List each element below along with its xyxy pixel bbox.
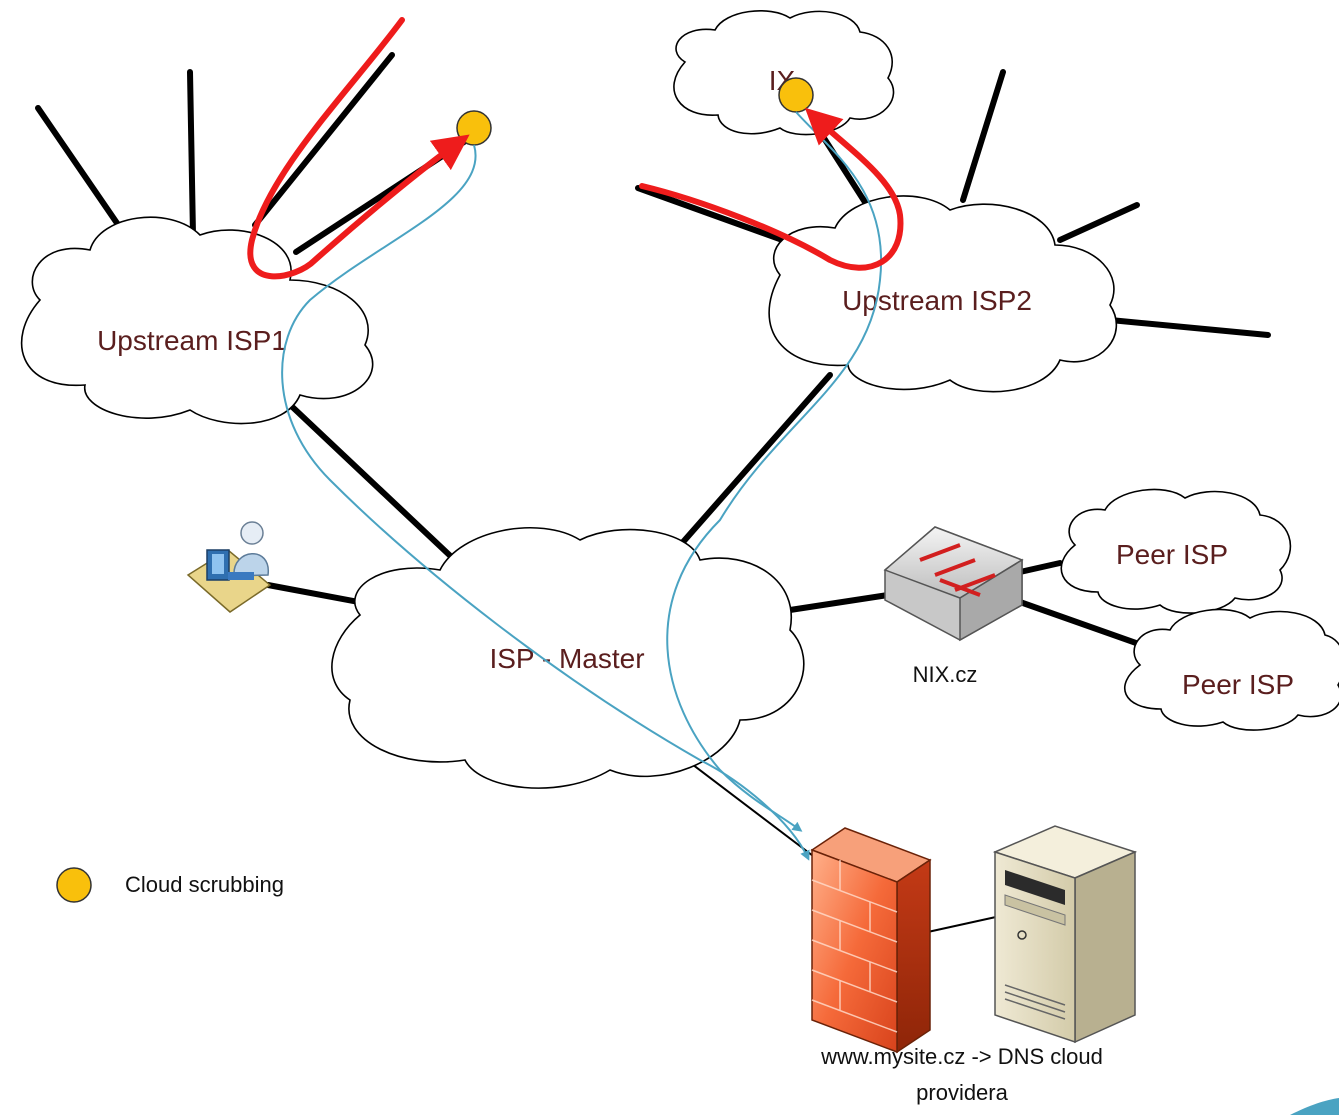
peer-isp-2-label: Peer ISP [1182, 669, 1294, 700]
cloud-upstream-isp2: Upstream ISP2 [768, 195, 1118, 393]
cloud-ix: IX [673, 10, 895, 136]
cloud-peer-isp-2: Peer ISP [1123, 608, 1339, 731]
nix-switch-icon [883, 526, 1024, 642]
corner-decoration [1290, 1098, 1339, 1115]
isp2-label: Upstream ISP2 [842, 285, 1032, 316]
legend: Cloud scrubbing [56, 867, 284, 903]
clean-traffic-paths [281, 111, 883, 861]
isp1-external-links [35, 52, 473, 255]
isp-master-label: ISP - Master [489, 643, 644, 674]
cloud-isp-master: ISP - Master [331, 527, 805, 789]
server-icon [992, 825, 1138, 1044]
scrubbing-node-ix [778, 77, 814, 113]
cloud-peer-isp-1: Peer ISP [1060, 488, 1292, 614]
server-caption-line1: www.mysite.cz -> DNS cloud [820, 1044, 1103, 1069]
scrubbing-node-isp1 [456, 110, 492, 146]
peer-isp-1-label: Peer ISP [1116, 539, 1228, 570]
nix-label: NIX.cz [913, 662, 978, 687]
isp1-label: Upstream ISP1 [97, 325, 287, 356]
attack-paths [247, 17, 904, 280]
firewall-icon [810, 827, 932, 1054]
cloud-upstream-isp1: Upstream ISP1 [20, 216, 374, 425]
legend-scrubbing-marker [56, 867, 92, 903]
legend-label: Cloud scrubbing [125, 872, 284, 897]
workstation-icon [186, 521, 272, 613]
server-caption-line2: providera [916, 1080, 1008, 1105]
